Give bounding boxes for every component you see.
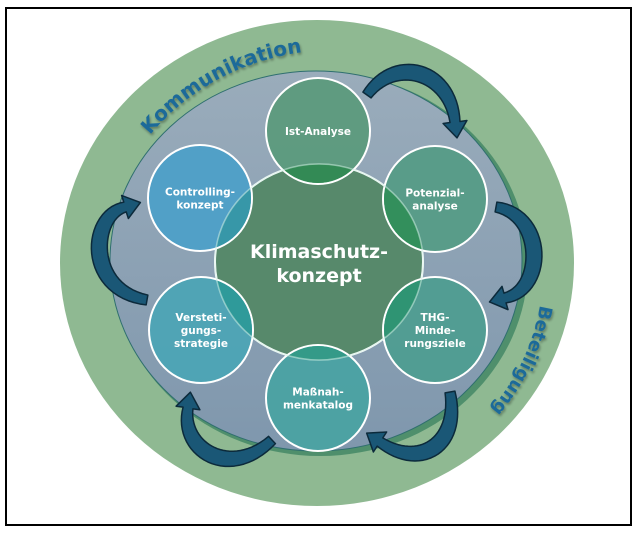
node-label-line: strategie — [174, 338, 228, 350]
node-label-line: menkatalog — [283, 400, 353, 412]
node-label-line: rungsziele — [404, 338, 465, 350]
node-circle — [265, 77, 371, 185]
arrow-ist-to-potenzial — [362, 63, 468, 139]
node-label-line: Minde- — [415, 325, 456, 337]
node-label-line: analyse — [412, 201, 457, 213]
center-circle-outline — [214, 163, 424, 361]
node-label-line: Ist-Analyse — [285, 126, 351, 138]
center-label-line-2: konzept — [276, 265, 361, 287]
node-label-line: THG- — [421, 312, 450, 324]
arrow-potenzial-to-thg — [488, 201, 543, 311]
process-nodes: Ist-AnalysePotenzial-analyseTHG-Minde-ru… — [147, 77, 488, 452]
node-label-line: Versteti- — [175, 312, 226, 324]
node-label-line: Potenzial- — [405, 188, 464, 200]
node-circle — [265, 344, 371, 452]
arrow-massnahmen-to-verstetigung — [175, 391, 277, 468]
node-ist-analyse — [265, 77, 371, 185]
center-label-line-1: Klimaschutz- — [250, 241, 388, 263]
arrow-thg-to-massnahmen — [365, 390, 459, 462]
node-label-line: gungs- — [181, 325, 222, 337]
cycle-arrows — [90, 63, 543, 468]
node-massnahmenkatalog — [265, 344, 371, 452]
arrow-verstetigung-to-controlling — [90, 194, 149, 306]
node-label-line: konzept — [176, 200, 223, 212]
node-label-line: Maßnah- — [292, 387, 343, 399]
node-label-line: Controlling- — [165, 187, 235, 199]
